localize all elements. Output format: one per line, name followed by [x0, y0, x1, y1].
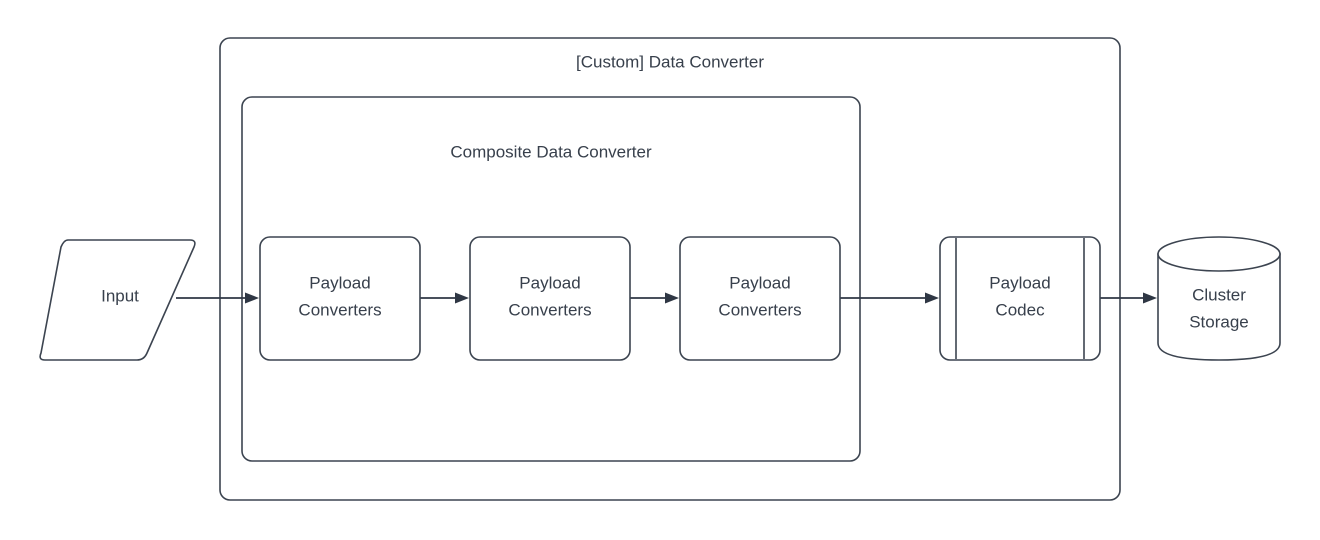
container-label-custom-data-converter: [Custom] Data Converter — [576, 52, 764, 71]
node-label-payload-converters-3-line1: Payload — [729, 273, 790, 292]
node-label-payload-converters-3-line2: Converters — [718, 300, 801, 319]
arrowhead-pc3-to-payload-codec — [925, 292, 939, 304]
node-label-payload-converters-1-line1: Payload — [309, 273, 370, 292]
node-input[interactable] — [39, 239, 196, 361]
node-payload-converters-2[interactable] — [469, 236, 631, 361]
arrowhead-pc1-to-pc2 — [455, 292, 469, 304]
node-label-payload-converters-1-line2: Converters — [298, 300, 381, 319]
node-label-cluster-storage-line2: Storage — [1189, 312, 1249, 331]
arrowhead-pc2-to-pc3 — [665, 292, 679, 304]
container-label-composite-data-converter: Composite Data Converter — [450, 142, 652, 161]
node-label-payload-codec-line2: Codec — [995, 300, 1045, 319]
container-composite-data-converter[interactable] — [241, 96, 861, 462]
node-payload-converters-1[interactable] — [259, 236, 421, 361]
node-label-payload-codec-line1: Payload — [989, 273, 1050, 292]
node-label-payload-converters-2-line1: Payload — [519, 273, 580, 292]
node-payload-codec[interactable] — [939, 236, 1101, 361]
node-label-input: Input — [101, 286, 139, 305]
node-cluster-storage-top-ellipse — [1157, 236, 1281, 272]
node-cluster-storage-body[interactable] — [1157, 253, 1281, 361]
arrowhead-input-to-payload-converters-1 — [245, 292, 259, 304]
node-payload-converters-3[interactable] — [679, 236, 841, 361]
arrowhead-payload-codec-to-cluster-storage — [1143, 292, 1157, 304]
node-label-cluster-storage-line1: Cluster — [1192, 285, 1246, 304]
node-label-payload-converters-2-line2: Converters — [508, 300, 591, 319]
container-custom-data-converter[interactable] — [219, 37, 1121, 501]
